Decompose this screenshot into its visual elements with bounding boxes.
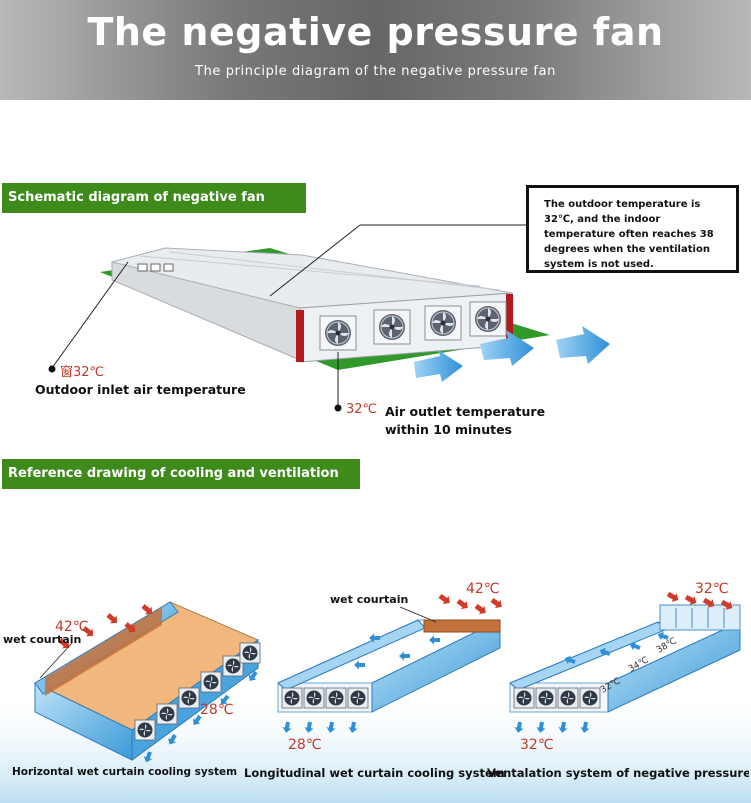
caption-longitudinal-system: Longitudinal wet curtain cooling system — [244, 766, 505, 780]
wet-curtain-label: wet courtain — [3, 633, 82, 646]
pointer-dot-icon — [48, 365, 56, 373]
hot-air-arrow-icon — [455, 596, 471, 612]
negative-pressure-system-illustration — [509, 589, 741, 734]
outlet-temperature: 32℃ — [346, 402, 378, 417]
outlet-label-line1: Air outlet temperature — [385, 404, 546, 419]
inlet-temperature: 窗32℃ — [60, 365, 105, 380]
fan-icon — [469, 301, 507, 337]
pointer-dot-icon — [334, 404, 342, 412]
fan-icon — [319, 315, 357, 351]
horizontal-system-illustration — [33, 601, 261, 764]
hot-temperature: 32℃ — [695, 581, 729, 597]
page-title: The negative pressure fan — [87, 10, 664, 54]
inlet-label: Outdoor inlet air temperature — [35, 382, 246, 397]
inlet-pointer-line — [51, 261, 129, 369]
fan-icon — [424, 305, 462, 341]
header-banner: The negative pressure fan The principle … — [0, 0, 751, 100]
caption-negative-pressure-system: Ventalation system of negative pressure … — [487, 766, 749, 780]
cool-temperature: 28℃ — [200, 702, 234, 718]
section-label-schematic: Schematic diagram of negative fan ventil… — [2, 183, 306, 235]
fan-icon — [373, 309, 411, 345]
airflow-arrow-icon — [414, 350, 463, 382]
note-pointer-line — [269, 224, 361, 297]
temperature-note-box: The outdoor temperature is 32℃, and the … — [526, 185, 739, 273]
barn-illustration — [100, 247, 610, 382]
hot-air-arrow-icon — [473, 601, 489, 617]
hot-air-arrow-icon — [665, 589, 681, 605]
cool-temperature: 32℃ — [520, 737, 554, 753]
hot-air-arrow-icon — [104, 611, 121, 627]
hot-temperature: 42℃ — [55, 619, 89, 635]
wet-curtain-label: wet courtain — [330, 593, 409, 606]
section-label-reference: Reference drawing of cooling and ventila… — [2, 459, 360, 511]
hot-air-arrow-icon — [437, 591, 453, 607]
cool-temperature: 28℃ — [288, 737, 322, 753]
airflow-arrow-icon — [556, 326, 610, 364]
airflow-arrow-icon — [480, 330, 534, 366]
page-subtitle: The principle diagram of the negative pr… — [195, 64, 556, 79]
hot-temperature: 42℃ — [466, 581, 500, 597]
caption-horizontal-system: Horizontal wet curtain cooling system — [12, 766, 238, 778]
outlet-label-line2: within 10 minutes — [385, 422, 512, 437]
hot-air-arrow-icon — [489, 595, 505, 611]
longitudinal-system-illustration — [277, 591, 505, 734]
